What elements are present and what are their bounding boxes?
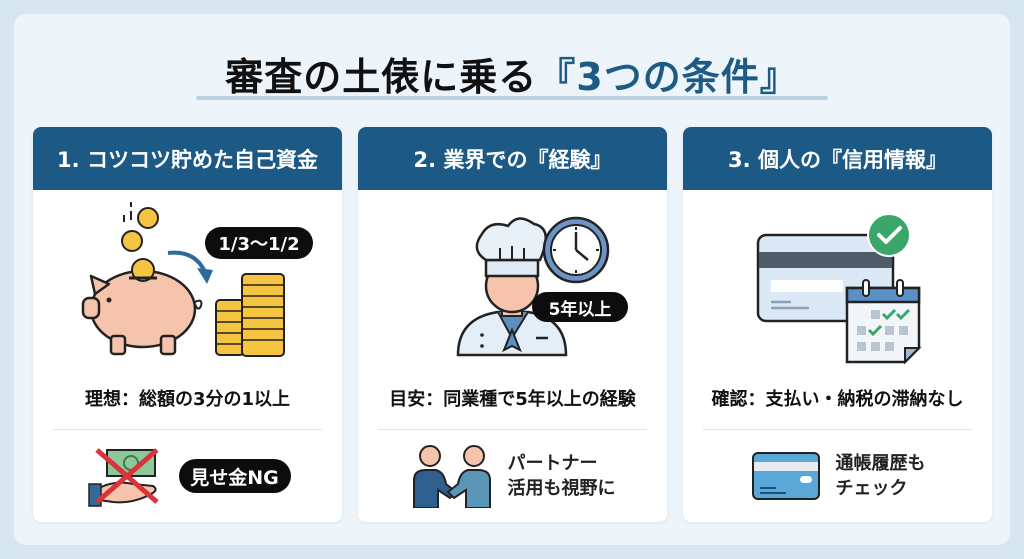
card-illustration [683, 190, 992, 375]
card-illustration: 5年以上 [358, 190, 667, 375]
card-illustration: 1/3〜1/2 [33, 190, 342, 375]
card-footer: 通帳履歴も チェック [683, 441, 992, 511]
no-show-money-badge: 見せ金NG [178, 459, 291, 493]
card-header: 2. 業界での『経験』 [358, 127, 667, 190]
title-underline [196, 96, 828, 100]
handshake-icon [412, 445, 491, 508]
piggy-bank-icon [81, 258, 203, 356]
card-experience: 2. 業界での『経験』 [358, 127, 667, 522]
passbook-note: 通帳履歴も チェック [835, 453, 926, 499]
partner-note: パートナー 活用も視野に [507, 453, 616, 499]
page-title: 審査の土俵に乗る『3つの条件』 [0, 46, 1024, 101]
card-header: 1. コツコツ貯めた自己資金 [33, 127, 342, 190]
card-caption: 確認：支払い・納税の滞納なし [711, 389, 964, 410]
ratio-badge: 1/3〜1/2 [205, 227, 313, 259]
falling-coins-icon [121, 202, 159, 252]
clock-icon [542, 216, 610, 284]
coin-stack-icon [215, 273, 285, 357]
bankbook-icon [751, 452, 820, 500]
title-main: 審査の土俵に乗る [225, 55, 538, 99]
show-money-crossed-icon [87, 448, 159, 507]
check-badge-icon [867, 213, 911, 257]
divider [703, 429, 972, 430]
card-caption: 理想：総額の3分の1以上 [84, 389, 291, 410]
card-footer: パートナー 活用も視野に [358, 441, 667, 511]
card-header: 3. 個人の『信用情報』 [683, 127, 992, 190]
title-accent: 『3つの条件』 [537, 55, 799, 99]
chef-icon [456, 217, 568, 357]
card-footer: 見せ金NG [33, 441, 342, 511]
years-badge: 5年以上 [532, 292, 628, 322]
card-credit-info: 3. 個人の『信用情報』 [683, 127, 992, 522]
card-self-funds: 1. コツコツ貯めた自己資金 [33, 127, 342, 522]
divider [378, 429, 647, 430]
card-caption: 目安：同業種で5年以上の経験 [389, 389, 636, 410]
arrow-icon [167, 250, 207, 273]
calendar-icon [845, 279, 922, 365]
divider [53, 429, 322, 430]
